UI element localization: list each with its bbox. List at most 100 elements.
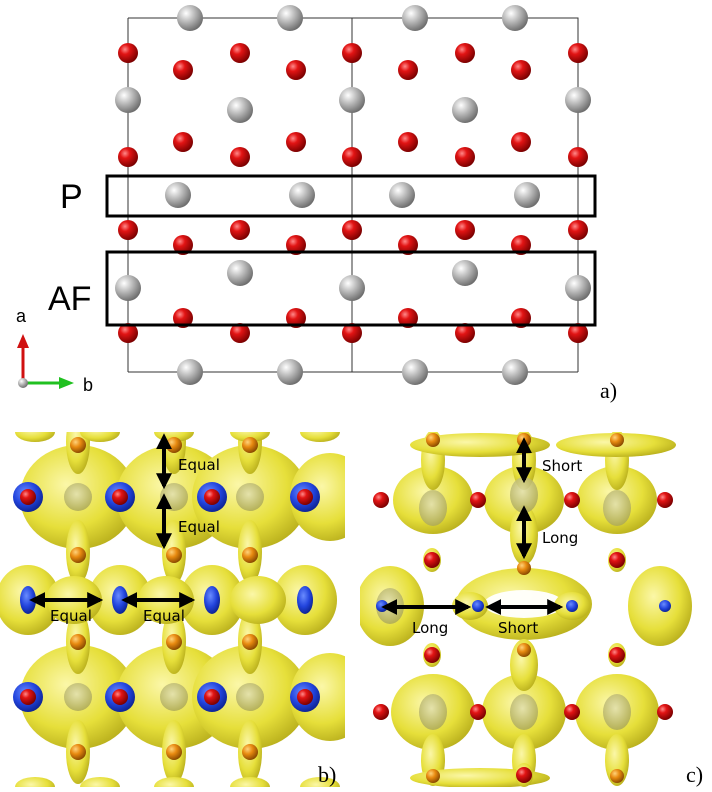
- oxygen-atom: [20, 689, 36, 705]
- metal-atom: [339, 275, 365, 301]
- oxygen-atom: [112, 689, 128, 705]
- unit-cell-outline: [127, 17, 579, 373]
- oxygen-atom: [173, 132, 193, 152]
- axis-b-label: b: [83, 375, 93, 395]
- oxygen-atom: [118, 323, 138, 343]
- equal-label-top: Equal: [178, 456, 220, 474]
- oxygen-atom: [455, 220, 475, 240]
- orange-atom: [166, 437, 182, 453]
- density-core: [510, 477, 538, 513]
- panel-c-annotations: Short Long Long Short c): [381, 437, 703, 787]
- orange-atom: [517, 561, 531, 575]
- metal-atom: [227, 97, 253, 123]
- oxygen-atom: [230, 147, 250, 167]
- orange-atom: [242, 437, 258, 453]
- oxygen-atom: [342, 220, 362, 240]
- orange-atom: [242, 634, 258, 650]
- oxygen-atom: [470, 704, 486, 720]
- short-label-horizontal: Short: [498, 619, 538, 637]
- metal-atom: [115, 275, 141, 301]
- blue-site: [472, 600, 484, 612]
- oxygen-atom: [112, 489, 128, 505]
- oxygen-atom: [230, 220, 250, 240]
- metal-atom: [565, 87, 591, 113]
- metal-atom: [277, 5, 303, 31]
- orange-atom: [166, 547, 182, 563]
- oxygen-atom: [286, 308, 306, 328]
- equal-label-right: Equal: [143, 607, 185, 625]
- density-core: [419, 694, 447, 730]
- oxygen-atom: [398, 235, 418, 255]
- orange-atom: [242, 744, 258, 760]
- panel-a-letter: a): [600, 378, 617, 403]
- oxygen-atom: [424, 552, 440, 568]
- orange-atom: [70, 437, 86, 453]
- metal-atom: [165, 182, 191, 208]
- oxygen-atom: [118, 43, 138, 63]
- oxygen-atom: [564, 704, 580, 720]
- oxygen-atom: [455, 147, 475, 167]
- orange-atom: [426, 769, 440, 783]
- oxygen-atom: [511, 132, 531, 152]
- equal-label-left: Equal: [50, 607, 92, 625]
- density-core: [603, 490, 631, 526]
- metal-atom: [514, 182, 540, 208]
- orange-atom: [610, 433, 624, 447]
- oxygen-atom: [609, 552, 625, 568]
- orange-atom: [610, 769, 624, 783]
- density-lobe: [80, 777, 120, 787]
- blue-site: [566, 600, 578, 612]
- blue-site: [204, 586, 220, 614]
- density-lobe: [230, 576, 286, 624]
- metal-atom: [389, 182, 415, 208]
- oxygen-atom: [516, 767, 532, 783]
- metal-atom: [452, 260, 478, 286]
- blue-site: [659, 600, 671, 612]
- oxygen-atom: [564, 492, 580, 508]
- metal-atom: [502, 359, 528, 385]
- metal-atom: [502, 5, 528, 31]
- density-lobe: [230, 777, 270, 787]
- density-lobe: [230, 432, 270, 442]
- metal-atom: [227, 260, 253, 286]
- density-lobe: [80, 432, 120, 442]
- p-layer-box: [105, 174, 597, 218]
- oxygen-atom: [297, 489, 313, 505]
- metal-atom: [339, 87, 365, 113]
- axis-triad: a b: [16, 306, 93, 395]
- axis-origin: [18, 378, 28, 388]
- metal-atom: [402, 5, 428, 31]
- density-core: [64, 683, 92, 711]
- panel-c-charge-density: [360, 432, 692, 787]
- oxygen-atom: [118, 147, 138, 167]
- density-core: [64, 483, 92, 511]
- metal-atom: [177, 359, 203, 385]
- axis-b-arrowhead: [59, 377, 74, 389]
- orange-atom: [517, 643, 531, 657]
- oxygen-atom: [373, 704, 389, 720]
- oxygen-atom: [511, 60, 531, 80]
- short-label-vertical: Short: [542, 457, 582, 475]
- oxygen-atom: [568, 43, 588, 63]
- long-label-vertical: Long: [542, 529, 578, 547]
- oxygen-atom: [657, 492, 673, 508]
- oxygen-atom: [511, 235, 531, 255]
- oxygen-atom: [118, 220, 138, 240]
- oxygen-atom: [511, 308, 531, 328]
- oxygen-atom: [173, 235, 193, 255]
- af-layer-box: [105, 250, 597, 327]
- orange-atom: [517, 433, 531, 447]
- atoms-layer: [115, 5, 591, 385]
- orange-atom: [70, 634, 86, 650]
- panel-c-letter: c): [686, 762, 703, 787]
- long-label-horizontal: Long: [412, 619, 448, 637]
- metal-atom: [115, 87, 141, 113]
- oxygen-atom: [609, 647, 625, 663]
- density-lobe: [300, 432, 340, 442]
- af-label: AF: [48, 280, 91, 318]
- metal-atom: [289, 182, 315, 208]
- metal-atom: [452, 97, 478, 123]
- oxygen-atom: [297, 689, 313, 705]
- equal-label-bottom: Equal: [178, 518, 220, 536]
- oxygen-atom: [286, 132, 306, 152]
